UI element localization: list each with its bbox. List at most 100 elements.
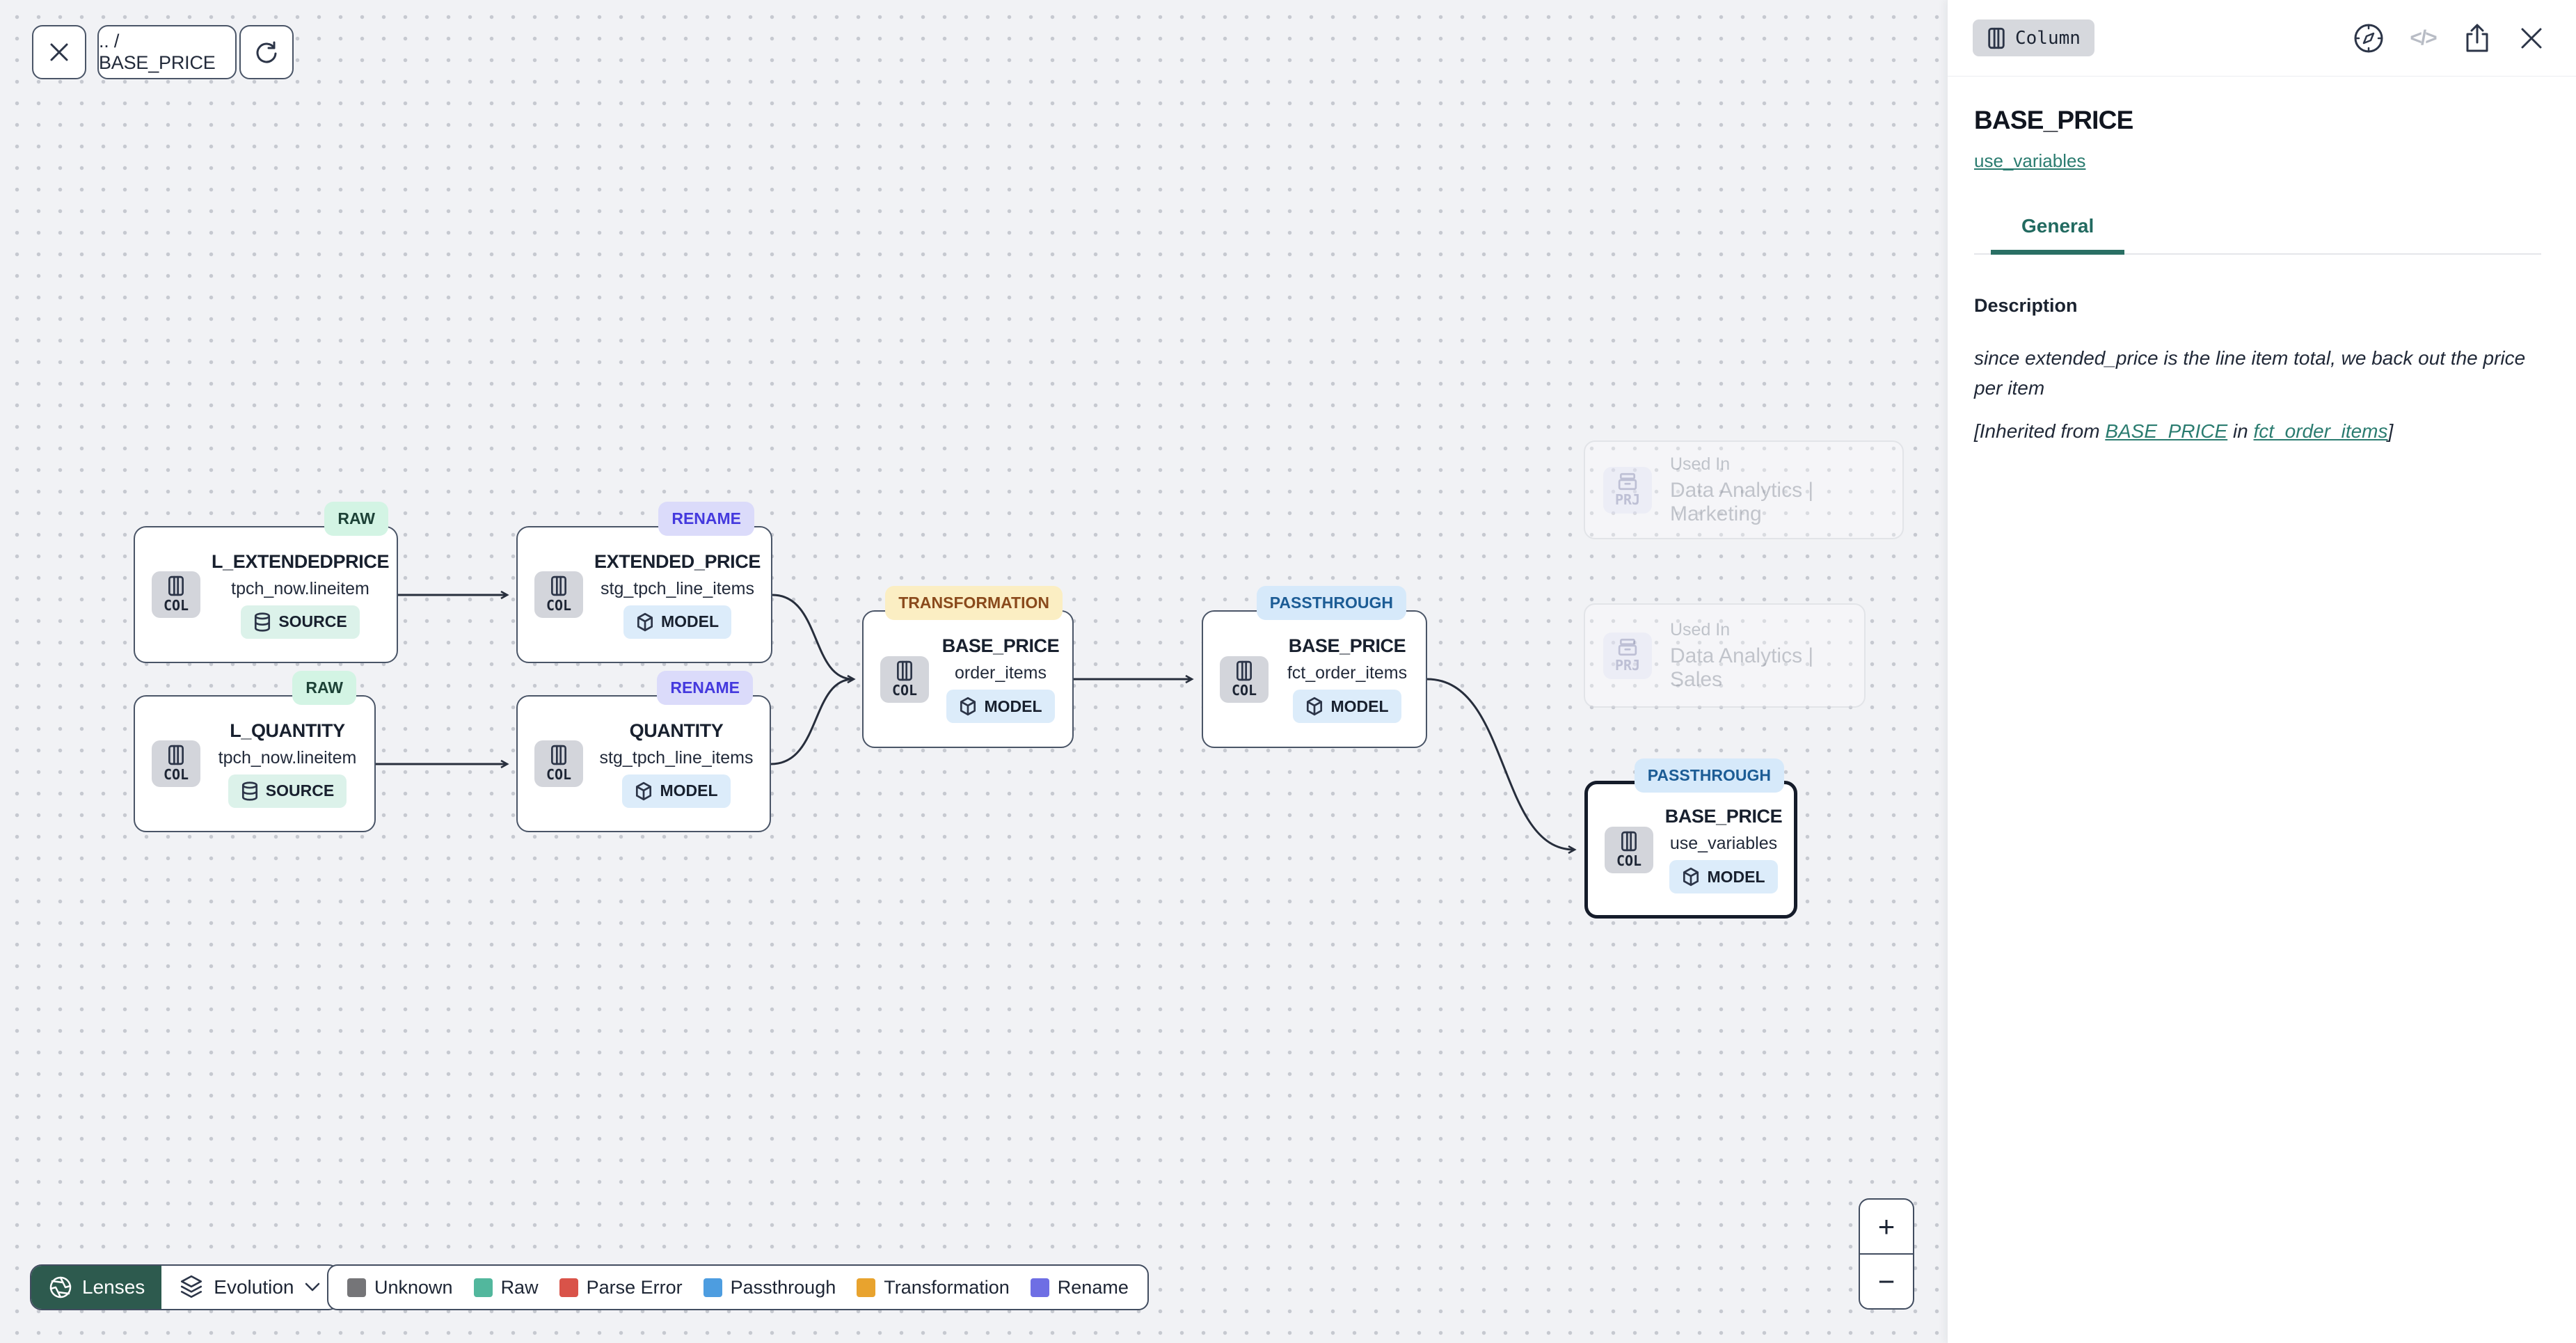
- legend-item: Parse Error: [559, 1277, 683, 1298]
- inherited-note: [Inherited from BASE_PRICE in fct_order_…: [1974, 420, 2394, 442]
- database-icon: [241, 781, 257, 801]
- lineage-node-l-extendedprice[interactable]: RAW COL L_EXTENDEDPRICE tpch_now.lineite…: [134, 502, 398, 663]
- column-kind-chip: COL: [152, 740, 200, 787]
- code-icon: </>: [2410, 26, 2437, 49]
- node-evolution-badge: RAW: [324, 502, 388, 536]
- used-in-project: Data Analytics | Marketing: [1670, 478, 1814, 525]
- legend-swatch: [473, 1278, 493, 1297]
- panel-tabs: General: [1974, 215, 2541, 255]
- inherited-model-link[interactable]: fct_order_items: [2253, 420, 2388, 442]
- node-title: BASE_PRICE: [941, 635, 1060, 656]
- columns-icon: [897, 660, 912, 681]
- panel-header: Column </>: [1948, 0, 2576, 77]
- evolution-legend: Unknown Raw Parse Error Passthrough Tran…: [327, 1264, 1149, 1310]
- column-kind-chip: COL: [1220, 655, 1269, 703]
- used-in-label: Used In: [1670, 454, 1731, 474]
- legend-swatch: [703, 1278, 722, 1297]
- zoom-out-button[interactable]: −: [1877, 1264, 1895, 1298]
- used-in-card-sales[interactable]: PRJ Used In Data Analytics | Sales: [1584, 603, 1866, 708]
- lenses-button[interactable]: Lenses: [31, 1266, 162, 1309]
- database-icon: [255, 612, 271, 632]
- close-panel-button[interactable]: [2515, 22, 2548, 55]
- columns-icon: [1988, 27, 2005, 49]
- column-kind-chip: COL: [534, 740, 583, 787]
- lenses-control: Lenses Evolution: [30, 1264, 341, 1310]
- legend-item: Raw: [473, 1277, 539, 1298]
- close-icon: [50, 43, 68, 61]
- share-button[interactable]: [2460, 22, 2494, 55]
- share-export-icon: [2466, 24, 2488, 51]
- inherited-column-link[interactable]: BASE_PRICE: [2105, 420, 2228, 442]
- description-heading: Description: [1974, 295, 2078, 316]
- code-view-button: </>: [2406, 22, 2440, 55]
- legend-item: Transformation: [857, 1277, 1010, 1298]
- node-evolution-badge: RENAME: [658, 502, 754, 536]
- refresh-button[interactable]: [239, 25, 294, 79]
- used-in-project: Data Analytics | Sales: [1670, 644, 1814, 691]
- model-cube-icon: [636, 781, 652, 800]
- lineage-node-quantity[interactable]: RENAME COL QUANTITY stg_tpch_line_items …: [516, 671, 771, 832]
- project-archive-icon: [1618, 638, 1637, 655]
- node-evolution-badge: RENAME: [657, 671, 753, 705]
- legend-item: Rename: [1030, 1277, 1129, 1298]
- lenses-label: Lenses: [82, 1276, 145, 1298]
- column-kind-chip: COL: [1605, 826, 1653, 873]
- legend-swatch: [347, 1278, 366, 1297]
- node-title: QUANTITY: [629, 720, 724, 741]
- model-cube-icon: [1307, 697, 1323, 716]
- legend-swatch: [559, 1278, 578, 1297]
- node-model: stg_tpch_line_items: [601, 578, 754, 598]
- legend-swatch: [857, 1278, 876, 1297]
- node-type-chip: MODEL: [946, 690, 1055, 723]
- lens-selector-dropdown[interactable]: Evolution: [161, 1266, 339, 1309]
- project-kind-chip: PRJ: [1603, 632, 1652, 679]
- lens-selected-label: Evolution: [214, 1276, 294, 1298]
- node-title: BASE_PRICE: [1664, 806, 1783, 827]
- lineage-node-extended-price[interactable]: RENAME COL EXTENDED_PRICE stg_tpch_line_…: [516, 502, 772, 663]
- chevron-down-icon: [305, 1282, 320, 1292]
- breadcrumb[interactable]: .. / BASE_PRICE: [97, 25, 237, 79]
- node-type-chip: MODEL: [623, 605, 732, 639]
- compass-icon: [2354, 24, 2383, 52]
- columns-icon: [168, 745, 184, 765]
- columns-icon: [168, 575, 184, 596]
- model-cube-icon: [960, 697, 976, 716]
- columns-icon: [551, 745, 566, 765]
- node-model: use_variables: [1669, 834, 1778, 853]
- canvas-zoom-control: + −: [1859, 1198, 1914, 1310]
- lineage-node-base-price-use-variables[interactable]: PASSTHROUGH COL BASE_PRICE use_variables…: [1584, 758, 1797, 919]
- node-model: tpch_now.lineitem: [231, 578, 369, 598]
- node-model: stg_tpch_line_items: [599, 747, 754, 768]
- node-evolution-badge: RAW: [292, 671, 356, 705]
- used-in-label: Used In: [1670, 619, 1731, 639]
- project-kind-chip: PRJ: [1603, 466, 1652, 514]
- model-link[interactable]: use_variables: [1974, 150, 2086, 171]
- node-title: L_EXTENDEDPRICE: [212, 550, 390, 572]
- evolution-layers-icon: [181, 1275, 202, 1298]
- close-icon: [2521, 28, 2542, 48]
- lineage-node-base-price-order-items[interactable]: TRANSFORMATION COL BASE_PRICE order_item…: [862, 586, 1074, 748]
- model-cube-icon: [1683, 867, 1699, 887]
- column-kind-chip: COL: [534, 571, 583, 618]
- close-graph-button[interactable]: [32, 25, 86, 79]
- lenses-aperture-icon: [49, 1276, 72, 1298]
- node-evolution-badge: TRANSFORMATION: [885, 586, 1063, 620]
- tab-general[interactable]: General: [1991, 215, 2125, 255]
- project-archive-icon: [1618, 472, 1637, 490]
- node-title: L_QUANTITY: [230, 720, 345, 741]
- lineage-node-l-quantity[interactable]: RAW COL L_QUANTITY tpch_now.lineitem SOU…: [134, 671, 376, 832]
- description-body: since extended_price is the line item to…: [1974, 347, 2526, 399]
- legend-swatch: [1030, 1278, 1049, 1297]
- zoom-in-button[interactable]: +: [1860, 1200, 1913, 1255]
- lineage-node-base-price-fct-order-items[interactable]: PASSTHROUGH COL BASE_PRICE fct_order_ite…: [1202, 586, 1427, 748]
- column-kind-chip: COL: [152, 571, 200, 618]
- node-model: order_items: [955, 663, 1047, 683]
- legend-item: Passthrough: [703, 1277, 836, 1298]
- used-in-card-marketing[interactable]: PRJ Used In Data Analytics | Marketing: [1584, 440, 1904, 539]
- explore-compass-button[interactable]: [2352, 22, 2385, 55]
- node-type-chip: MODEL: [1669, 860, 1778, 893]
- model-cube-icon: [637, 612, 653, 631]
- node-evolution-badge: PASSTHROUGH: [1634, 758, 1784, 793]
- column-kind-chip: COL: [880, 655, 929, 703]
- columns-icon: [1237, 660, 1252, 681]
